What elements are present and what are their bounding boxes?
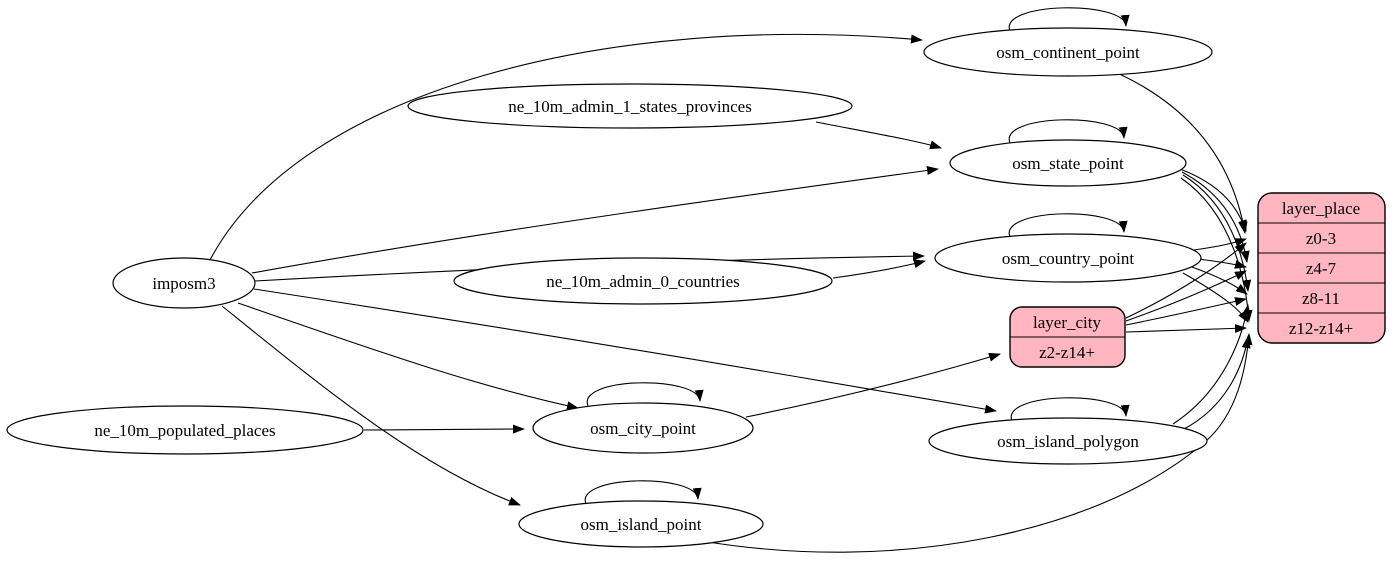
edge-osm_island_point-to-layer_place-z12-z14	[701, 333, 1253, 553]
self-loop-osm_city_point	[586, 382, 704, 407]
edge-osm_island_polygon-to-layer_place-z12-z14	[1183, 336, 1251, 430]
edge-osm_country_point-to-layer_place-z4-7	[1197, 258, 1247, 269]
layer_place-row-z8-11: z8-11	[1302, 289, 1340, 308]
node-layer_city: layer_city z2-z14+	[1009, 306, 1126, 368]
node-osm_continent_point-label: osm_continent_point	[996, 43, 1140, 62]
node-osm_country_point-label: osm_country_point	[1002, 249, 1134, 268]
node-osm_city_point: osm_city_point	[532, 402, 754, 454]
edge-osm_state_point-to-layer_place-z8-11	[1182, 174, 1252, 292]
layer_place-row-z0-3: z0-3	[1306, 229, 1336, 248]
node-osm_island_point-label: osm_island_point	[581, 515, 702, 534]
node-osm_state_point-label: osm_state_point	[1012, 154, 1124, 173]
node-layer_place-title: layer_place	[1282, 199, 1360, 218]
node-layer_place: layer_place z0-3 z4-7 z8-11 z12-z14+	[1257, 192, 1386, 344]
layer_place-row-z12-z14: z12-z14+	[1289, 319, 1353, 338]
node-osm_city_point-label: osm_city_point	[590, 419, 696, 438]
edge-imposm3-to-osm_island_polygon	[253, 288, 997, 414]
edge-ne_10m_populated_places-to-osm_city_point	[363, 424, 525, 434]
edge-imposm3-to-osm_city_point	[237, 302, 579, 411]
edge-ne_10m_admin_0_countries-to-osm_country_point	[832, 259, 926, 279]
edge-osm_continent_point-to-layer_place-z0-3	[1114, 71, 1248, 234]
node-osm_country_point: osm_country_point	[934, 233, 1202, 283]
self-loop-osm_island_point	[584, 480, 702, 505]
layer_city-row-z2-z14: z2-z14+	[1039, 343, 1095, 362]
node-osm_state_point-shape	[949, 139, 1187, 187]
node-imposm3: imposm3	[112, 257, 256, 309]
node-osm_continent_point: osm_continent_point	[923, 27, 1213, 77]
node-layer_city-title: layer_city	[1033, 313, 1101, 332]
node-ne_10m_admin_1_states_provinces: ne_10m_admin_1_states_provinces	[407, 83, 853, 129]
edge-osm_country_point-to-layer_place-z12-z14	[1182, 272, 1249, 323]
edge-layer_city-to-layer_place-z4-7	[1125, 270, 1247, 322]
edges	[209, 7, 1253, 553]
edge-osm_state_point-to-layer_place-z0-3	[1179, 168, 1247, 232]
node-osm_island_point: osm_island_point	[518, 500, 764, 548]
node-osm_country_point-shape	[934, 233, 1202, 283]
layer_place-row-z4-7: z4-7	[1306, 259, 1337, 278]
node-ne_10m_admin_0_countries-label: ne_10m_admin_0_countries	[546, 272, 740, 291]
self-loop-osm_island_polygon	[1010, 397, 1130, 422]
node-imposm3-shape	[112, 257, 256, 309]
node-ne_10m_admin_1_states_provinces-shape	[407, 83, 853, 129]
edge-layer_city-to-layer_place-z8-11	[1125, 297, 1247, 326]
node-layer_place-box	[1257, 192, 1386, 344]
node-ne_10m_populated_places: ne_10m_populated_places	[6, 405, 364, 455]
node-osm_island_polygon-label: osm_island_polygon	[997, 432, 1139, 451]
edge-osm_country_point-to-layer_place-z8-11	[1191, 266, 1248, 295]
self-loop-osm_country_point	[1008, 213, 1128, 238]
edge-layer_city-to-layer_place-z0-3	[1125, 242, 1247, 319]
edge-imposm3-to-osm_island_point	[221, 305, 521, 506]
node-osm_island_polygon-shape	[928, 417, 1208, 465]
edge-layer_city-to-layer_place-z12-z14	[1125, 324, 1247, 333]
node-ne_10m_populated_places-shape	[6, 405, 364, 455]
node-imposm3-label: imposm3	[152, 274, 215, 293]
node-ne_10m_admin_0_countries: ne_10m_admin_0_countries	[453, 257, 833, 305]
node-ne_10m_admin_1_states_provinces-label: ne_10m_admin_1_states_provinces	[508, 97, 752, 116]
node-ne_10m_populated_places-label: ne_10m_populated_places	[94, 421, 275, 440]
node-ne_10m_admin_0_countries-shape	[453, 257, 833, 305]
edge-ne_10m_admin_1_states_provinces-to-osm_state_point	[815, 121, 942, 150]
self-loop-osm_continent_point	[1008, 7, 1130, 32]
edge-osm_island_polygon-to-layer_place-z8-11	[1172, 304, 1251, 425]
node-osm_continent_point-shape	[923, 27, 1213, 77]
edge-osm_city_point-to-layer_city-z2-z14	[745, 352, 1001, 418]
node-osm_state_point: osm_state_point	[949, 139, 1187, 187]
self-loop-osm_state_point	[1008, 119, 1128, 144]
edge-imposm3-to-osm_continent_point	[209, 33, 923, 261]
node-osm_city_point-shape	[532, 402, 754, 454]
edge-osm_country_point-to-layer_place-z0-3	[1193, 238, 1247, 251]
node-osm_island_polygon: osm_island_polygon	[928, 417, 1208, 465]
node-osm_island_point-shape	[518, 500, 764, 548]
edge-imposm3-to-osm_state_point	[251, 166, 939, 274]
